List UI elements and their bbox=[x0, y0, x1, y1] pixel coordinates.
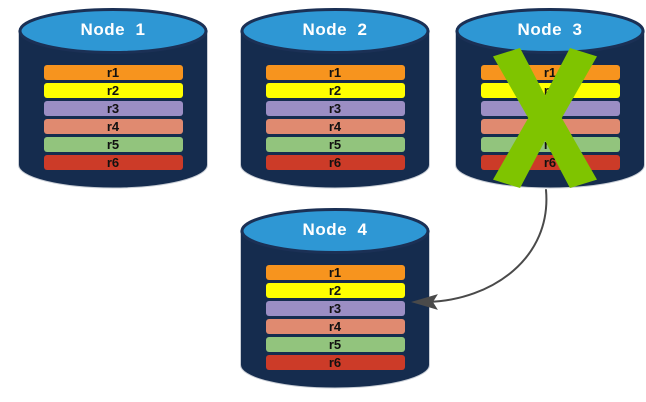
record-label: r2 bbox=[328, 283, 342, 298]
node-1[interactable]: Node 1 r1 r2 r3 r4 r5 r6 bbox=[18, 8, 208, 189]
record-label: r6 bbox=[543, 155, 557, 170]
record-label: r6 bbox=[328, 155, 342, 170]
record-bar[interactable]: r2 bbox=[480, 83, 620, 98]
record-bar[interactable]: r4 bbox=[43, 119, 183, 134]
record-label: r3 bbox=[106, 101, 120, 116]
node-3[interactable]: Node 3 r1 r2 r3 r4 r5 r6 bbox=[455, 8, 645, 189]
node-1-record-list: r1 r2 r3 r4 r5 r6 bbox=[18, 65, 208, 173]
node-4[interactable]: Node 4 r1 r2 r3 r4 r5 r6 bbox=[240, 208, 430, 389]
record-bar[interactable]: r4 bbox=[265, 119, 405, 134]
record-label: r3 bbox=[328, 301, 342, 316]
record-bar[interactable]: r5 bbox=[265, 137, 405, 152]
record-bar[interactable]: r6 bbox=[480, 155, 620, 170]
record-label: r1 bbox=[543, 65, 557, 80]
record-bar[interactable]: r6 bbox=[43, 155, 183, 170]
node-2-title: Node 2 bbox=[302, 20, 368, 39]
cylinder-top-ellipse bbox=[18, 8, 208, 54]
record-label: r5 bbox=[328, 137, 342, 152]
record-bar[interactable]: r5 bbox=[265, 337, 405, 352]
record-label: r4 bbox=[328, 119, 342, 134]
record-label: r1 bbox=[328, 65, 342, 80]
record-bar[interactable]: r1 bbox=[265, 65, 405, 80]
record-label: r5 bbox=[543, 137, 557, 152]
record-bar[interactable]: r2 bbox=[265, 283, 405, 298]
record-label: r2 bbox=[106, 83, 120, 98]
record-label: r2 bbox=[543, 83, 557, 98]
node-4-record-list: r1 r2 r3 r4 r5 r6 bbox=[240, 265, 430, 373]
node-2[interactable]: Node 2 r1 r2 r3 r4 r5 r6 bbox=[240, 8, 430, 189]
record-label: r6 bbox=[328, 355, 342, 370]
record-label: r5 bbox=[328, 337, 342, 352]
record-bar[interactable]: r4 bbox=[480, 119, 620, 134]
record-bar[interactable]: r2 bbox=[265, 83, 405, 98]
record-label: r3 bbox=[543, 101, 557, 116]
record-bar[interactable]: r5 bbox=[480, 137, 620, 152]
record-label: r1 bbox=[106, 65, 120, 80]
record-bar[interactable]: r3 bbox=[265, 301, 405, 316]
record-label: r4 bbox=[543, 119, 557, 134]
record-label: r4 bbox=[106, 119, 120, 134]
record-bar[interactable]: r3 bbox=[43, 101, 183, 116]
record-bar[interactable]: r6 bbox=[265, 155, 405, 170]
record-bar[interactable]: r5 bbox=[43, 137, 183, 152]
record-bar[interactable]: r3 bbox=[480, 101, 620, 116]
node-2-record-list: r1 r2 r3 r4 r5 r6 bbox=[240, 65, 430, 173]
record-bar[interactable]: r6 bbox=[265, 355, 405, 370]
record-label: r4 bbox=[328, 319, 342, 334]
record-bar[interactable]: r1 bbox=[480, 65, 620, 80]
record-label: r5 bbox=[106, 137, 120, 152]
record-label: r1 bbox=[328, 265, 342, 280]
node-1-title: Node 1 bbox=[80, 20, 146, 39]
record-bar[interactable]: r1 bbox=[43, 65, 183, 80]
node-3-title: Node 3 bbox=[517, 20, 583, 39]
record-bar[interactable]: r4 bbox=[265, 319, 405, 334]
record-label: r2 bbox=[328, 83, 342, 98]
record-label: r6 bbox=[106, 155, 120, 170]
node-3-record-list: r1 r2 r3 r4 r5 r6 bbox=[455, 65, 645, 173]
node-4-title: Node 4 bbox=[302, 220, 368, 239]
record-bar[interactable]: r3 bbox=[265, 101, 405, 116]
record-label: r3 bbox=[328, 101, 342, 116]
cylinder-top-ellipse bbox=[240, 8, 430, 54]
record-bar[interactable]: r1 bbox=[265, 265, 405, 280]
record-bar[interactable]: r2 bbox=[43, 83, 183, 98]
